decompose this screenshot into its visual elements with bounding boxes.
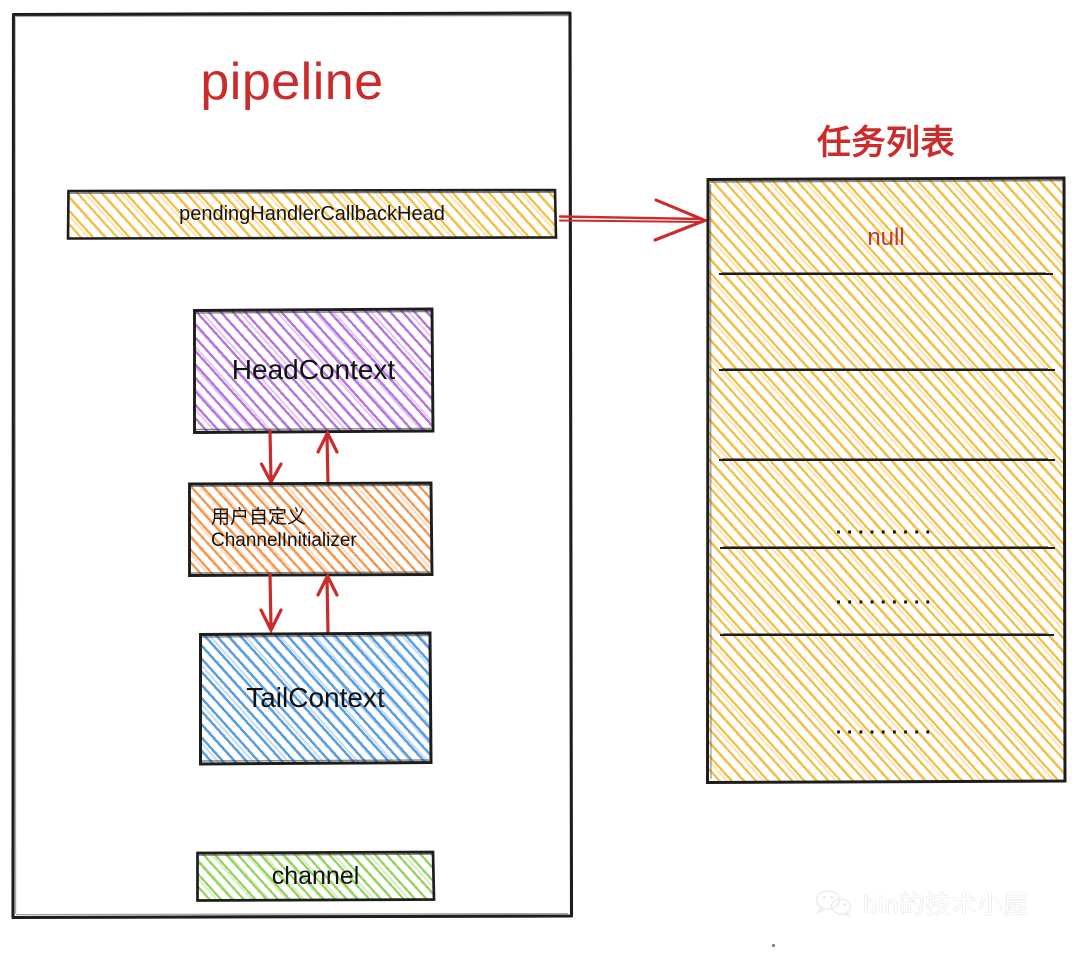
pending-head-border [66,188,558,240]
channel-border [196,850,436,902]
task-list-divider [719,457,1055,461]
channel-initializer-fill [189,483,432,575]
pending-head-fill [68,190,556,238]
arrows-initializer-tail [259,572,339,635]
task-list-divider [720,632,1054,636]
task-list-fill [707,178,1065,782]
stray-dot [772,944,775,947]
pipeline-outer-frame [11,11,574,920]
task-list-ellipsis: ········· [835,522,937,544]
task-list-panel: null ········· ········· ········· [705,176,1067,785]
task-list-ellipsis: ········· [835,722,937,744]
pipeline-title: pipeline [200,53,384,111]
pending-head-label: pendingHandlerCallbackHead [179,202,445,225]
head-context-fill [194,309,433,432]
pending-handler-callback-head-box: pendingHandlerCallbackHead [66,188,558,240]
arrow-pipeline-to-tasklist [558,198,710,242]
watermark-text: bin的技术小屋 [863,891,1030,919]
tail-context-fill [200,633,431,764]
channel-label: channel [271,861,360,890]
head-context-border [193,307,435,434]
task-list-divider [719,271,1053,275]
task-list-ellipsis: ········· [835,592,937,614]
task-list-title: 任务列表 [817,124,955,162]
channel-box: channel [196,850,436,902]
channel-initializer-box: 用户自定义 ChannelInitializer [188,481,434,577]
head-context-label: HeadContext [231,354,396,386]
task-list-divider [719,367,1055,371]
task-list-border [705,176,1067,785]
tail-context-border [199,631,433,766]
task-list-first-entry: null [867,224,905,251]
tail-context-box: TailContext [199,631,433,766]
arrows-head-initializer [259,429,339,487]
channel-fill [197,852,434,900]
channel-initializer-border [188,481,434,577]
watermark: bin的技术小屋 [814,885,1029,921]
wechat-icon [815,890,852,918]
channel-initializer-label: 用户自定义 ChannelInitializer [211,506,357,551]
tail-context-label: TailContext [246,682,385,714]
head-context-box: HeadContext [193,307,435,434]
task-list-divider [720,545,1055,549]
